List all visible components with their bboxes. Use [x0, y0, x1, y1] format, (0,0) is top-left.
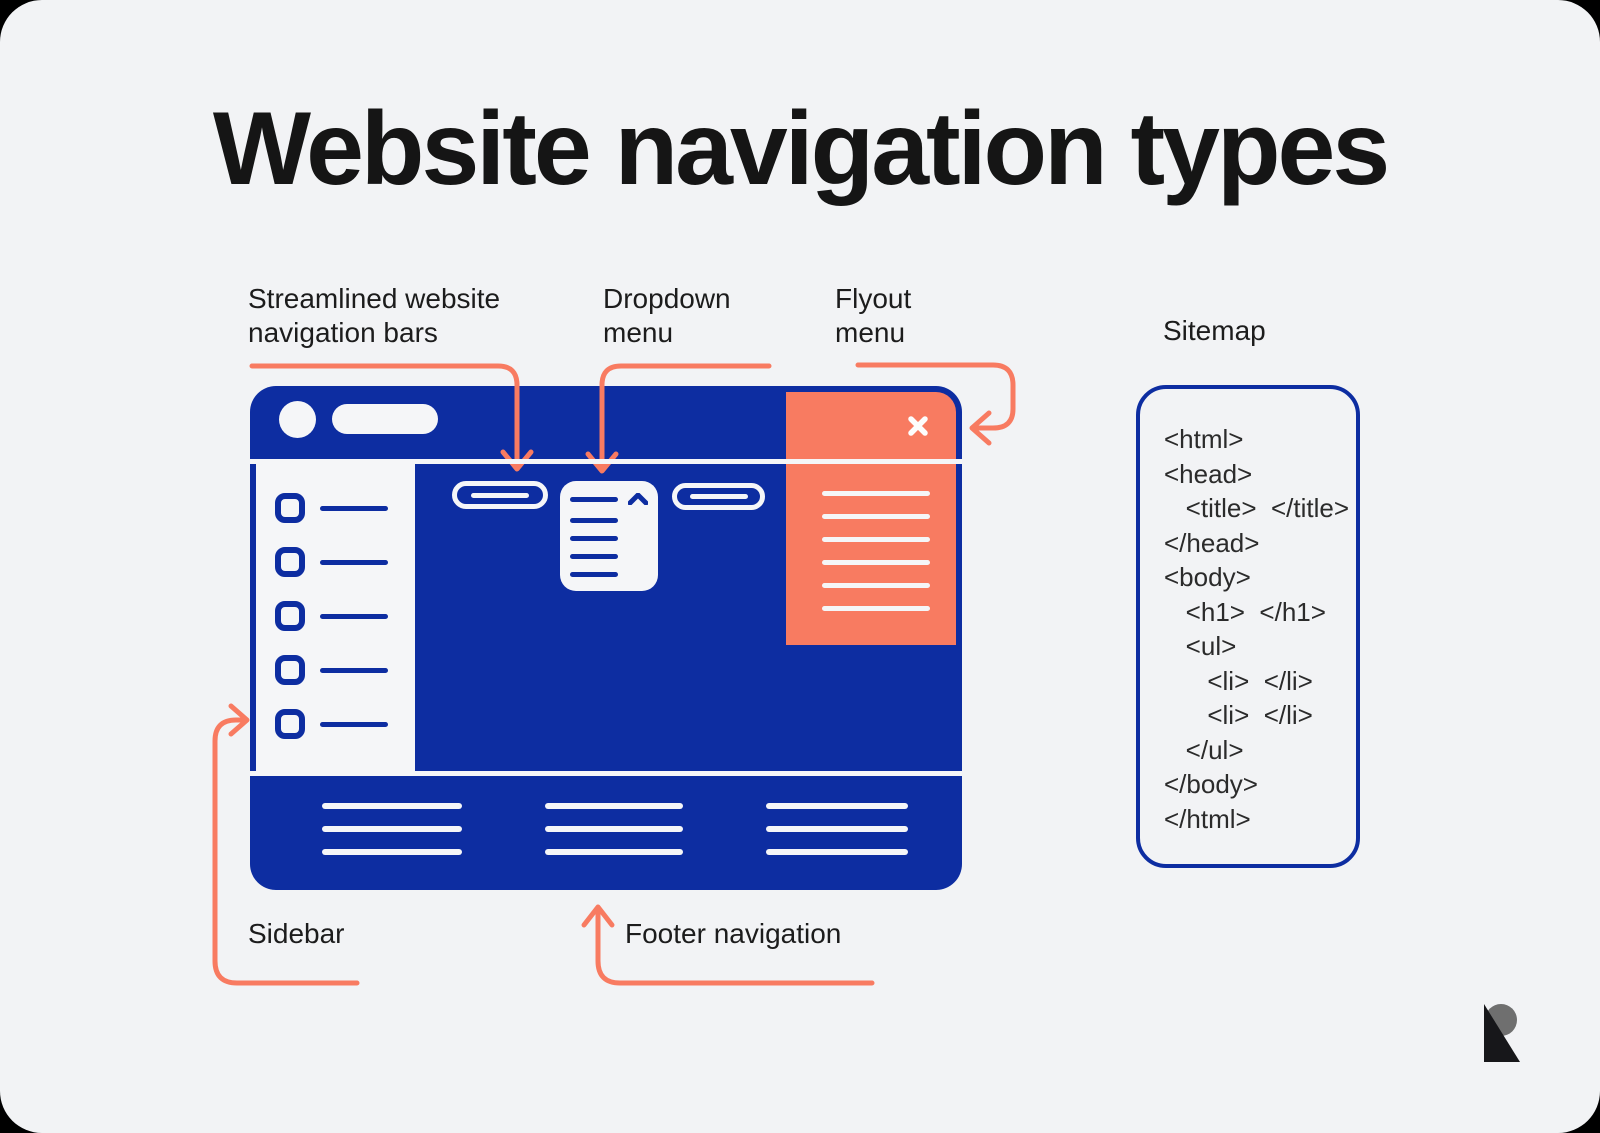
flyout-menu [786, 392, 956, 645]
sidebar-item[interactable] [275, 655, 415, 685]
sidebar-item[interactable] [275, 709, 415, 739]
flyout-text-line[interactable] [822, 514, 930, 519]
checkbox-icon [275, 655, 305, 685]
sidebar-item[interactable] [275, 547, 415, 577]
menu-text-line [320, 505, 388, 511]
footer-text-line[interactable] [322, 849, 462, 855]
footer-text-line[interactable] [766, 803, 908, 809]
checkbox-icon [275, 547, 305, 577]
checkbox-icon [275, 601, 305, 631]
header-divider [250, 459, 962, 464]
flyout-text-line[interactable] [822, 537, 930, 542]
footer-links-column [545, 803, 683, 855]
menu-text-line [320, 559, 388, 565]
menu-text-line[interactable] [570, 518, 618, 523]
footer-text-line[interactable] [545, 849, 683, 855]
footer-divider [250, 771, 962, 776]
dropdown-header-row[interactable] [570, 493, 648, 505]
footer-text-line[interactable] [322, 826, 462, 832]
nav-pill-2[interactable] [672, 483, 765, 510]
label-flyout-menu: Flyout menu [835, 283, 912, 348]
menu-text-line [320, 721, 388, 727]
brand-logo-r-icon [1484, 1004, 1520, 1062]
menu-text-line [570, 496, 618, 502]
label-footer-navigation: Footer navigation [625, 918, 842, 949]
sitemap-panel: <html> <head> <title> </title> </head> <… [1136, 385, 1360, 868]
nav-text-line [689, 494, 748, 499]
sidebar-item[interactable] [275, 601, 415, 631]
footer-text-line[interactable] [766, 826, 908, 832]
label-dropdown-menu: Dropdown menu [603, 283, 731, 348]
menu-text-line[interactable] [570, 572, 618, 577]
footer-links-column [766, 803, 908, 855]
checkbox-icon [275, 709, 305, 739]
sitemap-code: <html> <head> <title> </title> </head> <… [1164, 424, 1349, 834]
sidebar-panel [256, 464, 415, 771]
footer-text-line[interactable] [322, 803, 462, 809]
menu-text-line [320, 667, 388, 673]
checkbox-icon [275, 493, 305, 523]
menu-text-line[interactable] [570, 554, 618, 559]
menu-text-line [320, 613, 388, 619]
footer-links-column [322, 803, 462, 855]
footer-text-line[interactable] [766, 849, 908, 855]
footer-text-line[interactable] [545, 803, 683, 809]
nav-text-line [471, 492, 529, 498]
chevron-up-icon [628, 493, 648, 505]
sidebar-item[interactable] [275, 493, 415, 523]
menu-text-line[interactable] [570, 536, 618, 541]
footer-text-line[interactable] [545, 826, 683, 832]
dropdown-menu [560, 481, 658, 591]
browser-mockup [250, 386, 962, 890]
flyout-text-line[interactable] [822, 606, 930, 611]
flyout-text-line[interactable] [822, 583, 930, 588]
page-title: Website navigation types [212, 91, 1390, 207]
label-streamlined-nav-bars: Streamlined website navigation bars [248, 283, 501, 348]
label-sidebar: Sidebar [248, 918, 345, 949]
label-sitemap: Sitemap [1163, 315, 1266, 346]
close-icon[interactable] [906, 414, 930, 438]
logo-circle [279, 401, 316, 438]
flyout-links [822, 491, 930, 611]
flyout-text-line[interactable] [822, 491, 930, 496]
nav-pill-1[interactable] [452, 481, 548, 509]
search-bar[interactable] [332, 404, 438, 434]
flyout-text-line[interactable] [822, 560, 930, 565]
